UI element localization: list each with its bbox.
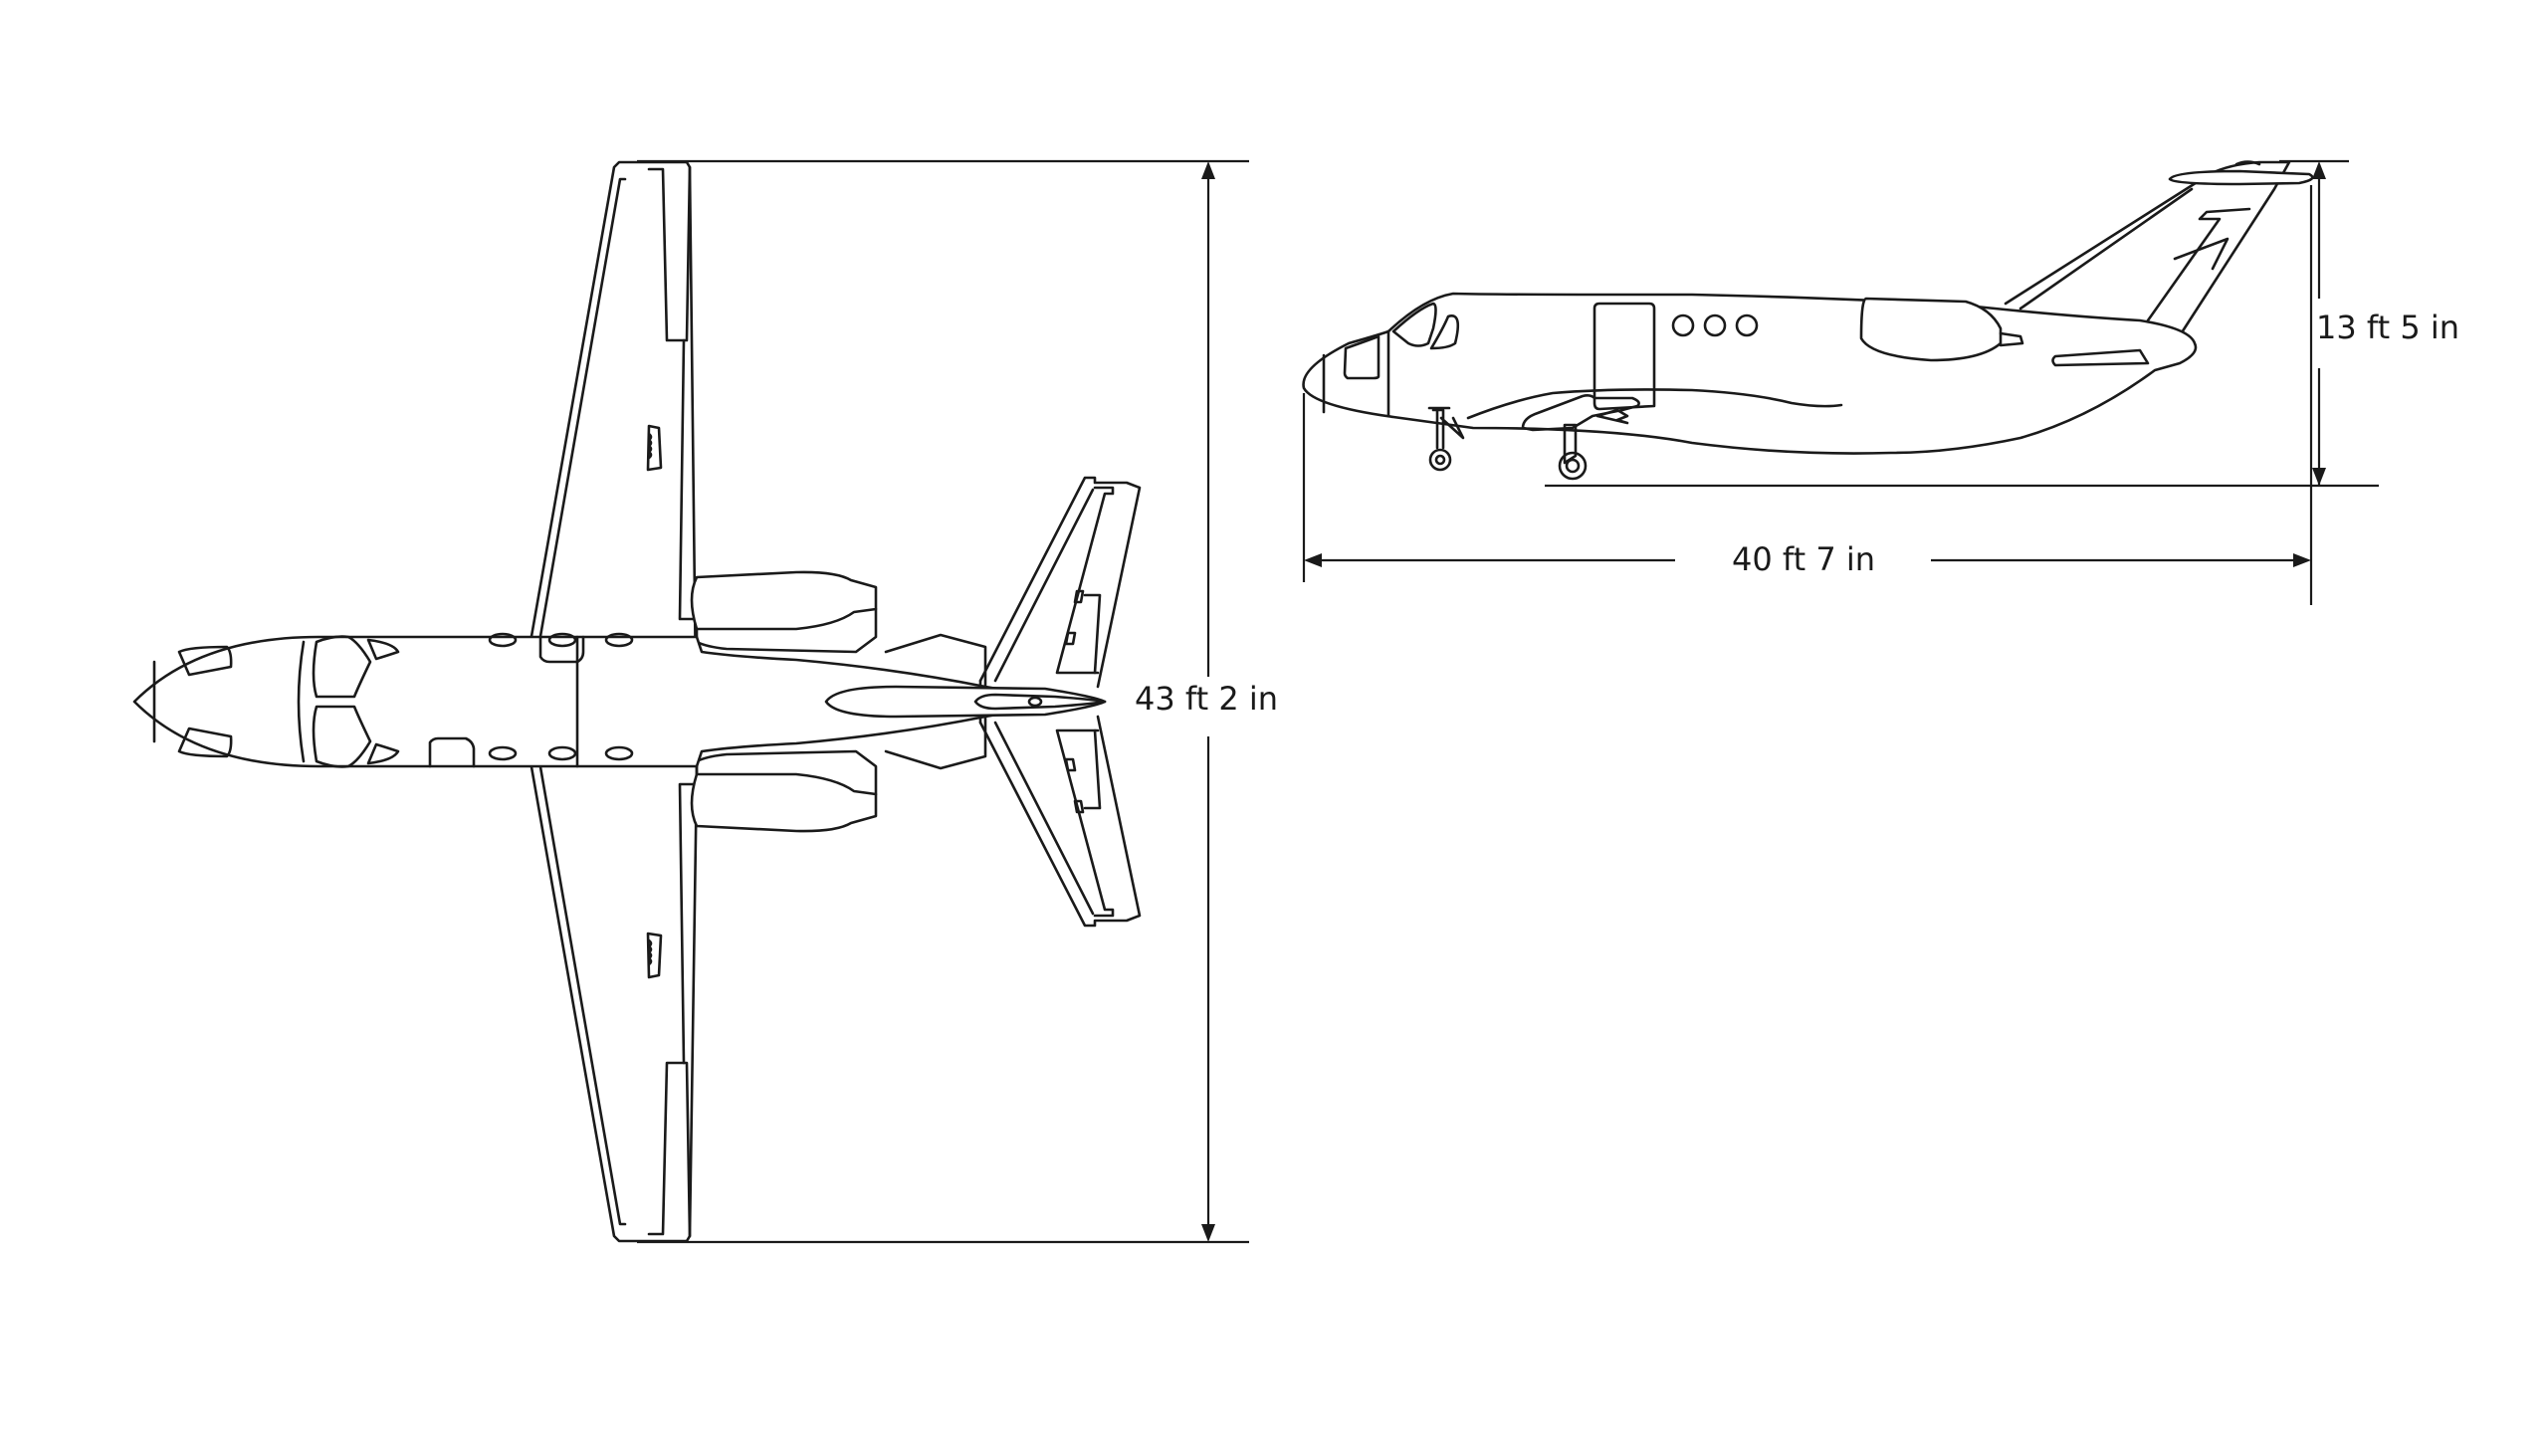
horizontal-stabilizer [884, 476, 1142, 928]
fuselage-side [1302, 292, 2198, 455]
height-dimension [2279, 159, 2349, 486]
top-view [132, 159, 1249, 1244]
lower-wing [529, 759, 699, 1243]
height-label: 13 ft 5 in [2316, 309, 2460, 346]
landing-gear [1427, 406, 1588, 481]
length-dimension [1302, 185, 2313, 605]
wingspan-label: 43 ft 2 in [1135, 680, 1279, 718]
side-view [1302, 159, 2379, 605]
length-label: 40 ft 7 in [1732, 540, 1876, 578]
fuselage-top [132, 632, 1107, 768]
wingspan-dimension [637, 159, 1249, 1244]
